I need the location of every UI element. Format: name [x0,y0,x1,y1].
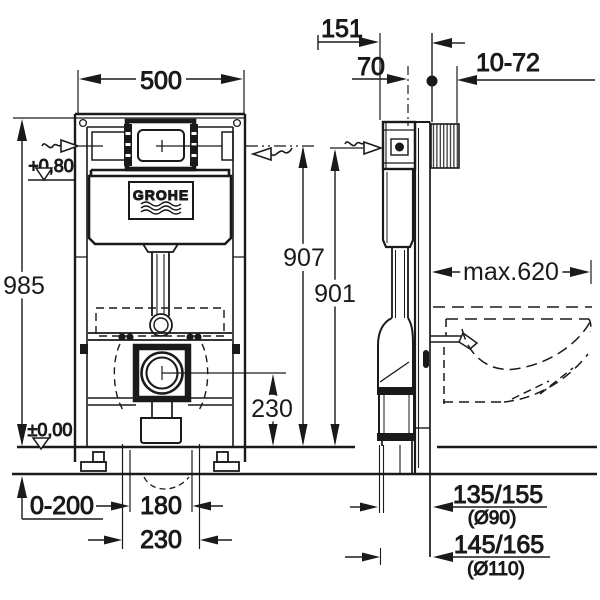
dimensions: 500 985 +0,80 ±0,00 0-200 [0,15,595,581]
drain-socket-front [132,343,286,403]
level-mark-zero: ±0,00 [27,420,73,451]
dim-151: 151 [317,15,381,120]
svg-text:180: 180 [140,492,182,520]
svg-text:907: 907 [283,244,325,272]
svg-text:0-200: 0-200 [30,492,94,520]
svg-text:985: 985 [3,272,45,300]
frame-feet [80,451,240,472]
dim-outlet-145-165: 145/165 (Ø110) [345,531,550,581]
cistern-side-top [381,120,417,171]
svg-text:70: 70 [357,53,385,81]
svg-text:max.620: max.620 [463,258,559,286]
svg-text:(Ø110): (Ø110) [467,559,525,580]
dim-907: 907 [279,146,329,446]
fixing-bolts [118,333,202,341]
svg-text:10-72: 10-72 [476,49,540,77]
side-view [330,120,592,565]
dim-width-500: 500 [77,67,245,113]
water-supply-arrow-side [330,140,384,156]
dim-901: 901 [310,149,360,446]
svg-text:+0,80: +0,80 [28,156,74,176]
dim-bolt-180: 180 [96,444,223,549]
dim-70: 70 [352,53,409,126]
svg-text:500: 500 [140,67,182,95]
dim-floor-adjust: 0-200 [17,476,103,521]
grohe-logo-text: GROHE [133,187,189,203]
wall-hatch-plate [430,123,460,169]
dim-outlet-135-155: 135/155 (Ø90) [350,481,547,530]
svg-text:145/165: 145/165 [454,531,544,559]
bowl-bracket [430,331,479,350]
cistern-front: GROHE [87,168,233,316]
svg-text:230: 230 [251,395,293,423]
drain-elbow-side [377,317,415,565]
front-view: GROHE [41,112,317,490]
level-mark-plus080: +0,80 [28,156,76,182]
svg-text:151: 151 [321,15,363,43]
dim-10-72: 10-72 [426,33,595,123]
dim-max620: max.620 [432,254,592,291]
dim-fixing-230: 230 [88,526,232,555]
flush-connection-arrow-front [250,146,293,162]
water-supply-arrow-front [41,138,103,154]
svg-text:230: 230 [140,526,182,554]
flush-opening [124,118,198,172]
grohe-logo: GROHE [128,181,194,220]
floor-lines [12,445,597,476]
svg-text:±0,00: ±0,00 [28,420,73,440]
toilet-bowl-dashed [433,306,592,404]
svg-text:(Ø90): (Ø90) [468,508,517,529]
svg-text:135/155: 135/155 [453,481,543,509]
dim-height-985: 985 [0,117,76,446]
dim-outlet-height-230: 230 [247,374,297,446]
svg-text:901: 901 [314,280,356,308]
